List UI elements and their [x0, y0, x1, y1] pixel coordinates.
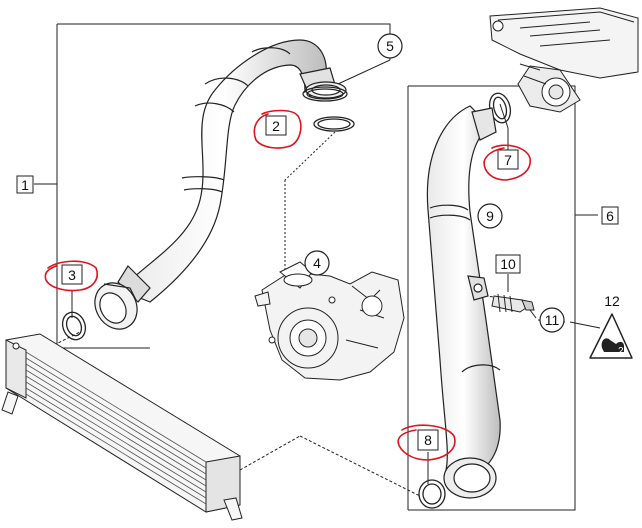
- hose-clamp-left: [94, 282, 138, 330]
- svg-text:2: 2: [272, 118, 280, 134]
- callout-7: 7: [497, 149, 519, 170]
- red-circle-7: [483, 144, 531, 181]
- callout-10: 10: [495, 254, 521, 274]
- engine-intake-manifold: [489, 7, 639, 113]
- callout-5: 5: [377, 33, 403, 59]
- callout-11: 11: [539, 307, 565, 333]
- red-annotations: [44, 109, 531, 461]
- gasket-8: [418, 479, 446, 509]
- leader-lines: [34, 23, 601, 511]
- lower-charge-pipe: [426, 105, 501, 499]
- callout-6: 6: [601, 206, 619, 225]
- intercooler: [1, 333, 243, 521]
- svg-text:1: 1: [21, 177, 29, 193]
- svg-text:3: 3: [68, 267, 76, 283]
- warning-triangle-icon: 2: [589, 313, 633, 359]
- gasket-3: [61, 311, 87, 341]
- red-circle-3: [44, 260, 98, 292]
- red-circle-8: [397, 424, 456, 461]
- svg-text:8: 8: [424, 432, 432, 448]
- callout-12: 12: [604, 293, 620, 309]
- turbocharger: [254, 261, 405, 381]
- svg-text:5: 5: [386, 38, 394, 54]
- callout-1: 1: [16, 175, 34, 194]
- svg-text:10: 10: [500, 256, 516, 272]
- callout-4: 4: [304, 250, 330, 276]
- bracket-part-1: [57, 23, 391, 60]
- svg-text:7: 7: [504, 152, 512, 168]
- gasket-5: [302, 86, 348, 102]
- callout-9: 9: [477, 203, 503, 229]
- red-circle-2: [253, 109, 302, 149]
- callout-8: 8: [417, 429, 439, 451]
- gasket-2: [313, 116, 355, 132]
- svg-text:4: 4: [313, 255, 321, 271]
- svg-text:6: 6: [606, 208, 614, 224]
- svg-text:2: 2: [618, 346, 624, 357]
- svg-text:9: 9: [486, 208, 494, 224]
- bracket-part-6: [408, 85, 576, 511]
- callout-2: 2: [265, 115, 287, 136]
- pressure-sensor: [491, 293, 535, 313]
- callout-3: 3: [61, 264, 83, 285]
- svg-text:11: 11: [545, 312, 560, 328]
